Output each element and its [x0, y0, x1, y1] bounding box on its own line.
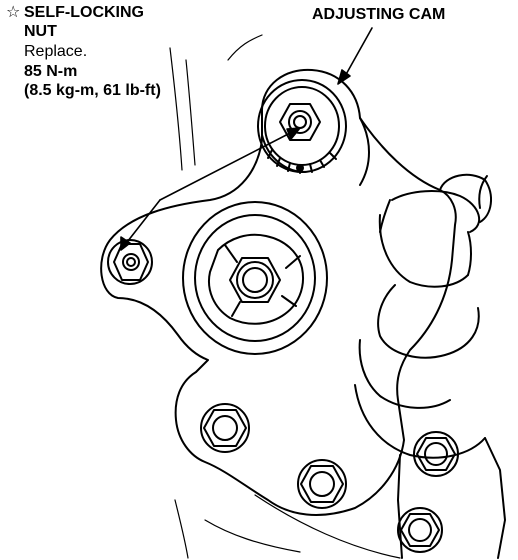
- nut-title-line2: NUT: [24, 23, 57, 40]
- strut-assembly: [354, 175, 506, 559]
- lower-bolt-left: [200, 403, 250, 453]
- torque-conversion: (8.5 kg-m, 61 lb-ft): [24, 82, 161, 99]
- lower-bolt-center: [297, 459, 347, 509]
- bolt-leader: [123, 199, 161, 247]
- left-bolt: [107, 239, 153, 285]
- lower-bolt-right-upper: [413, 431, 459, 477]
- cam-arrowhead: [337, 69, 351, 85]
- lower-bolt-right-lower: [397, 507, 443, 553]
- hub-assembly: [182, 201, 328, 355]
- star-symbol: ☆: [6, 4, 21, 21]
- nut-leader-main: [159, 129, 297, 201]
- nut-arrowhead: [286, 127, 301, 140]
- leader-lines: [120, 27, 373, 251]
- bolt-arrowhead: [120, 236, 131, 251]
- nut-replace-note: Replace.: [24, 43, 88, 60]
- nut-title-line1: SELF-LOCKING: [24, 4, 144, 21]
- knuckle-body: [100, 68, 492, 516]
- adjusting-cam: [257, 79, 347, 174]
- torque-value: 85 N-m: [24, 63, 78, 80]
- adjusting-cam-label: ADJUSTING CAM: [312, 6, 446, 23]
- cam-leader: [343, 27, 373, 79]
- background-lines: [169, 34, 401, 559]
